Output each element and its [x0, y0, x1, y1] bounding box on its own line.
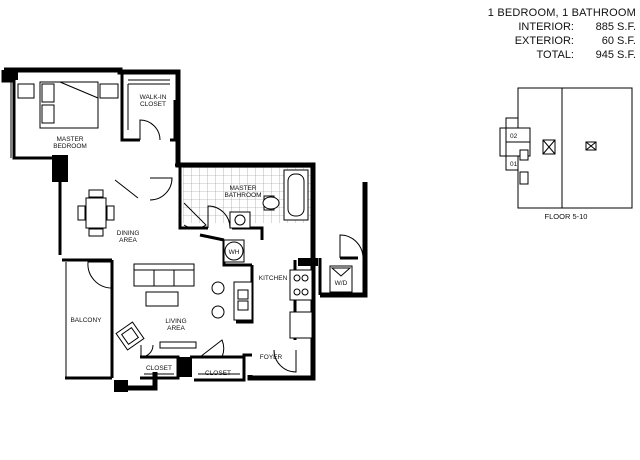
fixture-label-water-heater: WH: [229, 249, 240, 256]
room-label-closet: CLOSET: [205, 370, 231, 377]
fixture-label-washer-dryer: W/D: [335, 280, 348, 287]
room-label-walk-in-closet: WALK-IN: [140, 94, 167, 101]
spec-value: 60 S.F.: [601, 35, 636, 47]
spec-value: 945 S.F.: [595, 49, 636, 61]
spec-row-exterior: EXTERIOR: 60 S.F.: [470, 34, 636, 48]
closet-shelves: [127, 79, 170, 130]
dining-table-icon: [77, 189, 115, 237]
column-block: [4, 68, 18, 80]
key-plan: 02 01 FLOOR 5-10: [499, 87, 633, 221]
bar-stool-icons: [211, 281, 225, 319]
range-icon: [289, 269, 313, 301]
elevator-icon: [542, 139, 556, 155]
room-label-balcony: BALCONY: [70, 317, 102, 324]
stair-icon: [585, 141, 597, 151]
room-label-master-bedroom: BEDROOM: [53, 143, 87, 150]
spec-row-interior: INTERIOR: 885 S.F.: [470, 20, 636, 34]
bathtub-icon: [283, 169, 309, 221]
spec-label: EXTERIOR:: [514, 35, 574, 47]
room-label-master-bathroom: MASTER: [229, 185, 256, 192]
room-label-walk-in-closet: CLOSET: [140, 101, 166, 108]
keyplan-floor-label: FLOOR 5-10: [545, 212, 588, 221]
sofa-icon: [133, 263, 195, 287]
keyplan-unit-number: 01: [510, 161, 518, 168]
column-block: [298, 258, 318, 266]
spec-label: INTERIOR:: [518, 21, 574, 33]
room-label-closet: CLOSET: [146, 365, 172, 372]
room-label-master-bathroom: BATHROOM: [224, 192, 261, 199]
column-block: [178, 357, 192, 377]
unit-type-label: 1 BEDROOM, 1 BATHROOM: [487, 7, 636, 19]
column-block: [114, 380, 128, 392]
room-label-living-area: LIVING: [165, 318, 186, 325]
room-label-kitchen: KITCHEN: [259, 275, 288, 282]
washer-dryer-icon: [329, 265, 353, 293]
unit-specs: 1 BEDROOM, 1 BATHROOM INTERIOR: 885 S.F.…: [470, 6, 636, 62]
tv-console-icon: [159, 341, 197, 349]
column-block: [52, 155, 68, 182]
bed-icon: [17, 81, 119, 129]
spec-label: TOTAL:: [536, 49, 575, 61]
room-label-dining-area: DINING: [117, 230, 140, 237]
room-label-master-bedroom: MASTER: [56, 136, 83, 143]
room-label-foyer: FOYER: [260, 354, 283, 361]
room-label-living-area: AREA: [167, 325, 185, 332]
coffee-table-icon: [145, 291, 179, 307]
keyplan-unit-number: 02: [510, 133, 518, 140]
kitchen-island-icon: [233, 281, 253, 321]
spec-row-total: TOTAL: 945 S.F.: [470, 48, 637, 62]
water-heater-icon: [223, 239, 245, 263]
spec-value: 885 S.F.: [595, 21, 636, 33]
door-swings: [87, 119, 364, 373]
room-label-dining-area: AREA: [119, 237, 137, 244]
toilet-icon: [262, 195, 280, 211]
armchair-icon: [115, 321, 145, 351]
refrigerator-icon: [289, 311, 313, 339]
sink-icon: [229, 211, 251, 229]
